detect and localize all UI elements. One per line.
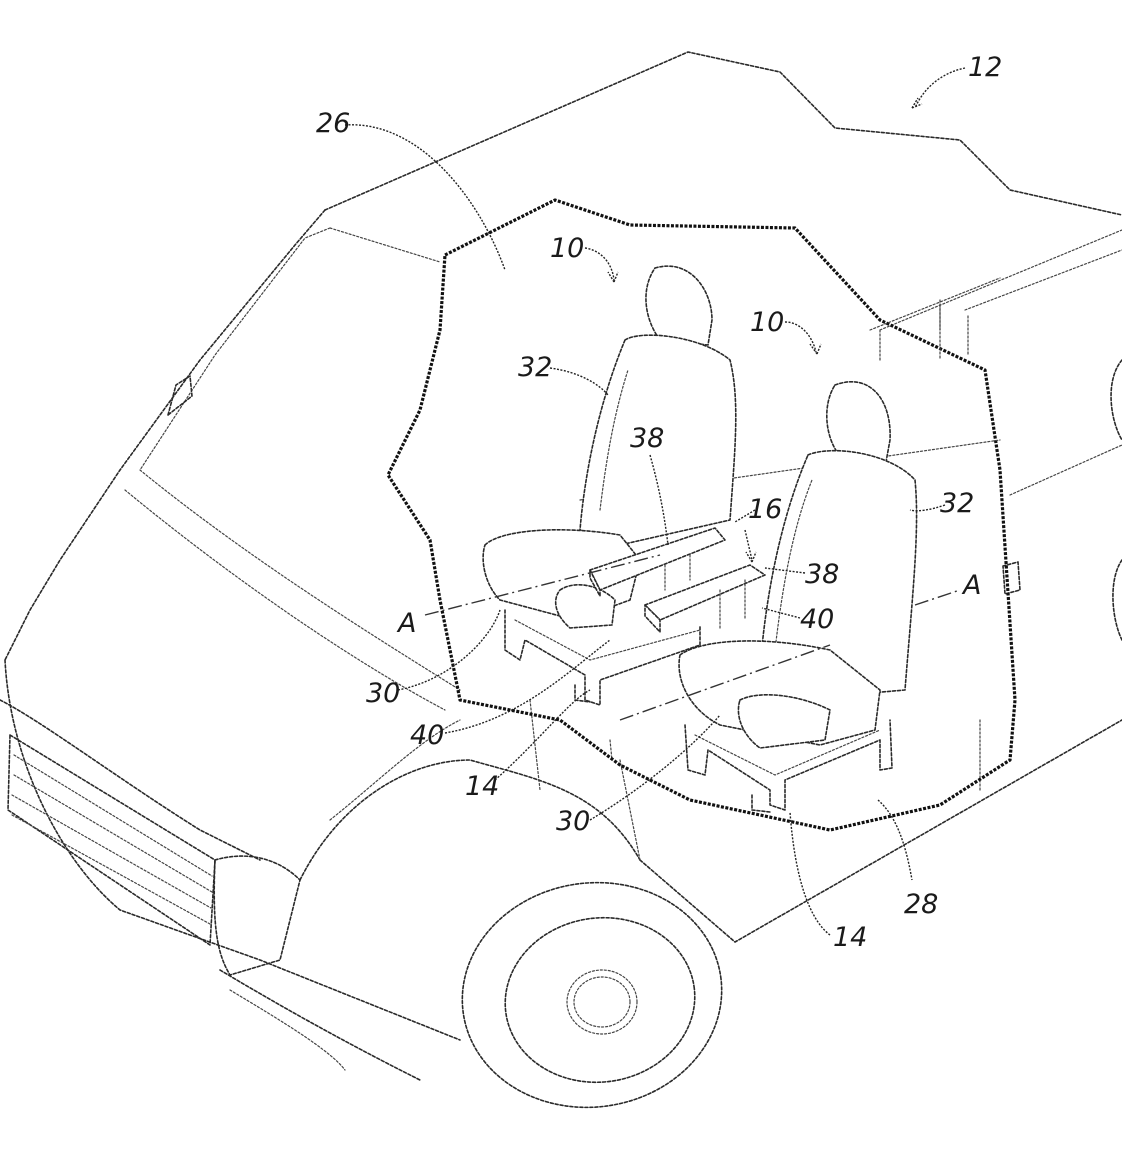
label-seat-right: 10 [750,307,784,338]
lower-panel-edge [529,699,541,791]
leader-lines [344,67,966,936]
axis-line-right [914,589,961,606]
riser-right-foot [751,794,771,813]
riser-right [684,719,893,811]
label-riser-right: 14 [833,922,867,953]
axis-line-left [424,554,661,616]
riser-left-foot [574,684,591,703]
front-fender [299,759,641,881]
riser-right-rail [694,729,881,776]
label-seatback-right: 32 [940,488,974,519]
label-seat-left: 10 [550,233,584,264]
grille [7,734,216,946]
label-support-right: 40 [800,604,834,635]
a-pillar [4,209,326,661]
rocker-panel [639,719,1122,943]
interior-wall-line [579,439,1001,501]
rear-wheel-arch-upper [1110,359,1122,441]
riser-left-rail [514,619,701,661]
door-stub [609,739,613,761]
cutaway-boundary [386,198,1017,832]
label-axis-left: A [396,608,416,639]
seatback-right-seam [774,479,813,651]
windshield-frame [139,227,331,471]
bumper-lower [219,969,421,1081]
headrest-right [825,381,891,463]
label-cushion-left: 30 [366,678,400,709]
window-top [964,249,1122,311]
armrest-right-support [719,579,746,631]
label-seatback-left: 32 [518,352,552,383]
roof-rail [329,227,441,263]
bumper-fog [229,989,346,1071]
label-riser-left: 14 [465,771,499,802]
riser-left [504,609,701,706]
cushion-right-front [737,694,831,749]
label-axis-right: A [961,570,981,601]
label-floor: 28 [904,889,938,920]
grille-top [0,699,261,861]
headlight [213,855,301,976]
belt-line-lower [1009,444,1122,496]
door-edge [619,759,641,861]
label-support-left: 40 [410,720,444,751]
armrest-left [589,527,726,597]
seatback-left-seam [599,369,629,511]
roof-line [324,51,1122,216]
reference-numerals: 12 26 10 10 32 38 16 32 38 A 40 A 30 40 … [316,52,1002,953]
headrest-left [645,265,713,346]
armrest-right-top [644,564,766,621]
armrest-left-support [664,554,691,591]
seatback-left [579,334,737,546]
hood-line [139,469,461,691]
rear-wheel-arch-lower [1112,559,1122,641]
label-armrest-left: 38 [630,423,664,454]
seatback-right [759,449,918,701]
label-cabin: 26 [316,108,350,139]
axis-line-mid [619,644,831,721]
hood-line-inner [124,489,446,711]
fender-crease [329,719,461,821]
cushion-right [678,640,881,746]
label-cushion-right: 30 [556,806,590,837]
front-face [4,659,461,1041]
front-wheel [461,881,723,1109]
belt-line-upper [879,229,1122,331]
label-armrest-right: 38 [805,559,839,590]
armrest-left-end [589,569,601,597]
door-handle [1002,561,1021,595]
interior-roof-line [869,277,1001,331]
seat-left [482,265,737,706]
vehicle-body [0,51,1122,1109]
side-mirror [167,375,193,416]
label-console-assembly: 16 [748,494,782,525]
seat-right [678,381,918,813]
label-vehicle: 12 [968,52,1002,83]
armrest-right [644,564,766,633]
armrest-right-end [644,604,661,633]
